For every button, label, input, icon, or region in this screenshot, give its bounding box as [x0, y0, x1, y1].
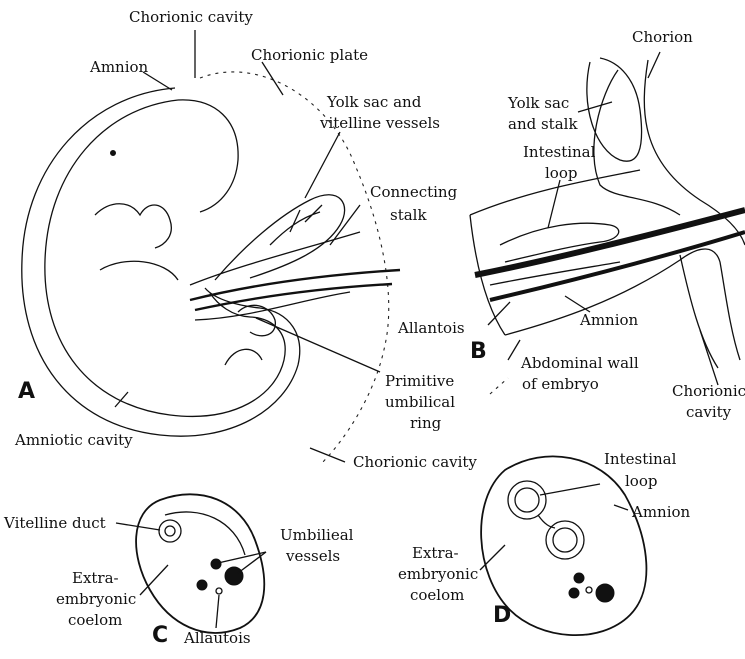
label-amnion-d: Amnion [631, 503, 691, 521]
intestinal-loop-d1-inner [515, 488, 539, 512]
label-intestinal-loop-d-1: Intestinal [604, 450, 677, 468]
label-extra-embryonic-d-2: embryonic [398, 565, 478, 583]
label-allantois-c: Allautois [183, 629, 251, 647]
label-chorionic-plate: Chorionic plate [251, 46, 368, 64]
intestinal-loop-d2-inner [553, 528, 577, 552]
label-intestinal-loop-b-2: loop [545, 164, 577, 182]
umbilical-vessel-d1 [574, 573, 584, 583]
label-extra-embryonic-d-1: Extra- [412, 544, 459, 562]
chorion-wall-inner [644, 60, 745, 245]
panel-label-c: C [152, 623, 168, 648]
umbilical-vessel-d3 [569, 588, 579, 598]
umbilical-vessel-c1 [211, 559, 221, 569]
label-allantois-b: Allantois [397, 319, 465, 337]
amnion-inner-c [165, 512, 245, 555]
label-vitelline-duct: Vitelline duct [3, 514, 106, 532]
label-connecting-stalk-2: stalk [390, 206, 427, 224]
yolk-sac-a [215, 195, 345, 280]
eye-dot [111, 151, 116, 156]
label-primitive-ring-3: ring [410, 414, 442, 432]
label-chorionic-cavity-b-2: cavity [686, 403, 732, 421]
label-amnion-a: Amnion [89, 58, 149, 76]
label-primitive-ring-1: Primitive [385, 372, 454, 390]
label-chorion: Chorion [632, 28, 693, 46]
umbilical-vessel-2 [195, 284, 392, 310]
panel-label-b: B [470, 339, 487, 364]
cord-outline-c [136, 494, 264, 633]
vitelline-duct-lumen [165, 526, 175, 536]
label-extra-embryonic-c-1: Extra- [72, 569, 119, 587]
label-yolk-sac-stalk-1: Yolk sac [507, 94, 569, 112]
head-contour [178, 100, 238, 212]
label-amnion-b: Amnion [579, 311, 639, 329]
label-connecting-stalk-1: Connecting [370, 183, 458, 201]
label-amniotic-cavity: Amniotic cavity [14, 431, 133, 449]
label-abdominal-wall-1: Abdominal wall [520, 354, 639, 372]
limb-bud-upper [100, 261, 178, 280]
panel-c-drawing [136, 494, 264, 633]
panel-c-leaders [116, 523, 266, 628]
label-yolk-sac-vessels-2: vitelline vessels [319, 114, 440, 132]
umbilical-vessel-d2 [596, 584, 614, 602]
label-chorionic-cavity-bottom: Chorionic cavity [353, 453, 477, 471]
limb-bud-lower [225, 349, 262, 365]
label-chorionic-cavity-b-1: Chorionic [672, 382, 745, 400]
allantois-c-mark [216, 588, 222, 594]
umbilical-vessel-c3 [197, 580, 207, 590]
label-abdominal-wall-2: of embryo [522, 375, 599, 393]
label-intestinal-loop-b-1: Intestinal [523, 143, 596, 161]
umbilical-vessel-c2 [225, 567, 243, 585]
label-primitive-ring-2: umbilical [385, 393, 455, 411]
label-umbilical-vessels-2: vessels [285, 547, 340, 565]
label-intestinal-loop-d-2: loop [625, 472, 657, 490]
label-chorionic-cavity-top: Chorionic cavity [129, 8, 253, 26]
embryo-body-outline [45, 100, 285, 416]
panel-label-d: D [493, 603, 511, 628]
vitelline-duct-ring [159, 520, 181, 542]
intestinal-loop-d1-outer [508, 481, 546, 519]
chorion-right [680, 255, 718, 368]
allantois-d-mark [586, 587, 592, 593]
vitelline-vessel [270, 205, 322, 245]
label-extra-embryonic-c-2: embryonic [56, 590, 136, 608]
label-yolk-sac-stalk-2: and stalk [508, 115, 578, 133]
panel-label-a: A [18, 379, 35, 404]
panel-d-leaders [480, 484, 628, 570]
label-extra-embryonic-d-3: coelom [410, 586, 464, 604]
chorion-wall [594, 70, 680, 215]
label-umbilical-vessels-1: Umbilieal [280, 526, 354, 544]
label-extra-embryonic-c-3: coelom [68, 611, 122, 629]
pharyngeal-arches [95, 204, 171, 248]
label-yolk-sac-vessels-1: Yolk sac and [326, 93, 422, 111]
